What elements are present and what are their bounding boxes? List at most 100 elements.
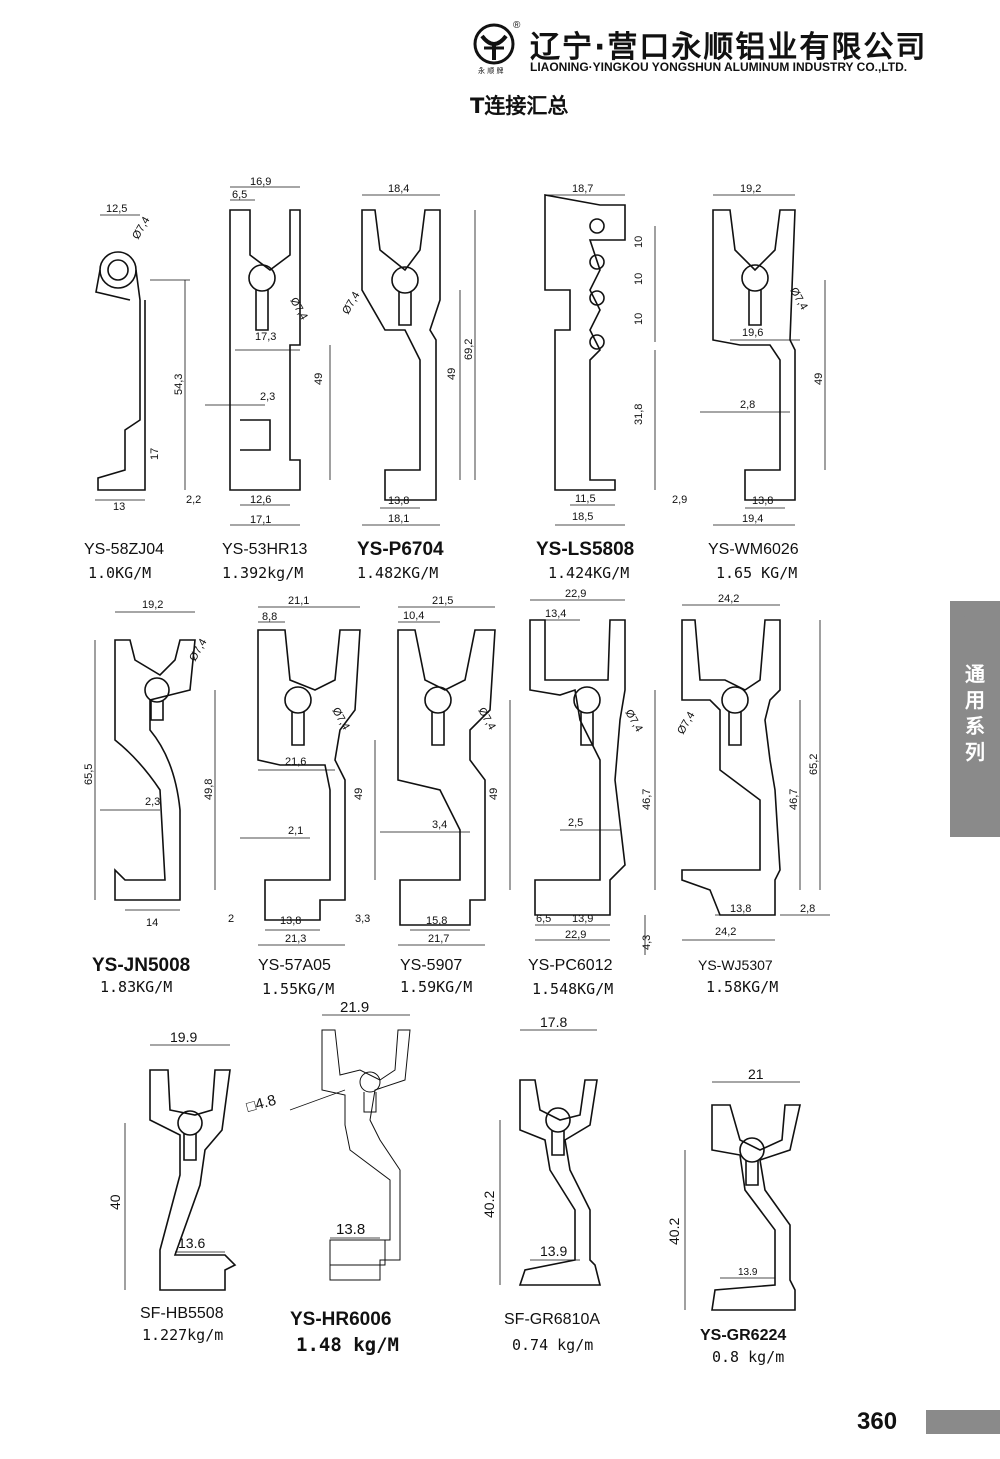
dimension-label: 13,8 [752,495,773,507]
profile-drawing-1 [95,251,146,491]
profile-weight: 1.59KG/M [400,978,473,996]
dimension-label: 15,8 [426,915,447,927]
profile-code: SF-HB5508 [140,1305,224,1322]
dimension-label: 18,1 [388,513,409,525]
dimension-label: Ø7,4 [622,708,644,735]
dimension-label: 65,2 [808,754,820,775]
profile-drawing-10 [681,619,781,916]
dimension-label: 11,5 [575,493,596,505]
company-name-en: LIAONING·YINGKOU YONGSHUN ALUMINUM INDUS… [530,60,908,74]
section-side-tab: 通 用 系 列 [950,601,1000,837]
dimension-label: 14 [146,917,158,929]
dimension-label: 13,8 [730,903,751,915]
dimension-label: 6,5 [232,189,247,201]
dimension-label: Ø7,4 [340,290,362,317]
dimension-label: 4,3 [641,935,653,950]
dimension-label: 13,8 [280,915,301,927]
dimension-label: 22,9 [565,929,586,941]
profile-code: YS-WJ5307 [698,957,773,973]
dimension-label: 21,3 [285,933,306,945]
dimension-label: 18,4 [388,183,409,195]
profile-weight: 1.48 kg/M [296,1334,399,1356]
dimension-label: 21,6 [285,756,306,768]
profile-weight: 1.392kg/M [222,564,304,582]
dimension-label: 21,1 [288,595,309,607]
profile-weight: 0.74 kg/m [512,1336,594,1354]
dimension-label: 10 [633,313,645,325]
dimension-label: 13,9 [572,913,593,925]
dimension-label: 19,2 [142,599,163,611]
profile-drawing-9 [529,619,626,916]
profile-drawing-8 [397,629,496,926]
dimension-label: 13.6 [178,1235,205,1251]
company-logo [470,22,518,70]
profile-code: YS-P6704 [357,539,444,560]
dimension-label: 13.8 [336,1221,365,1238]
page-title: T连接汇总 [470,94,569,118]
dimension-label: 21.9 [340,999,369,1016]
dimension-label: 65,5 [83,764,95,785]
dimension-label: 17 [149,448,161,460]
dimension-label: 49 [313,373,325,385]
dimension-label: 40.2 [666,1218,682,1245]
dimension-label: 16,9 [250,176,271,188]
dimension-label: 17,3 [255,331,276,343]
dimension-label: 2,9 [672,494,687,506]
profile-drawing-13 [518,1079,602,1286]
profile-drawing-5 [712,209,796,501]
side-tab-char: 用 [965,688,985,712]
profile-code: YS-5907 [400,957,463,974]
dimension-label: 40 [107,1194,123,1210]
dimension-label: Ø7,4 [329,706,351,733]
page-number-bar [926,1410,1000,1434]
dimension-label: 2,1 [288,825,303,837]
profile-code: YS-57A05 [258,957,331,974]
profile-code: YS-PC6012 [528,957,613,974]
dimension-label: 46,7 [641,789,653,810]
profile-code: YS-53HR13 [222,541,308,558]
dimension-label: 17.8 [540,1014,567,1030]
profile-code: YS-GR6224 [700,1327,787,1344]
dimension-label: 18,7 [572,183,593,195]
dimension-label: 2 [228,913,234,925]
dimension-label: 3,3 [355,913,370,925]
dimension-label: 19,2 [740,183,761,195]
profile-weight: 1.424KG/M [548,564,630,582]
profile-drawing-3 [361,209,441,501]
dimension-label: 17,1 [250,514,271,526]
profile-code: YS-58ZJ04 [84,541,165,558]
dimension-label: □4.8 [245,1092,278,1116]
dimension-label: 13,8 [388,495,409,507]
profile-drawing-4 [544,194,626,491]
dimension-label: 2,8 [740,399,755,411]
dimension-label: 24,2 [715,926,736,938]
dimension-label: 12,5 [106,203,127,215]
side-tab-char: 列 [965,740,985,764]
dimension-label: 19,4 [742,513,763,525]
profile-drawing-14 [711,1104,801,1311]
profile-weight: 1.482KG/M [357,564,439,582]
dimension-label: 2,5 [568,817,583,829]
profile-code: YS-HR6006 [290,1309,392,1330]
profile-code: YS-JN5008 [92,955,191,976]
profile-weight: 1.65 KG/M [716,564,798,582]
dimension-label: 2,3 [145,796,160,808]
profile-drawing-2 [229,209,301,491]
dimension-label: 21 [748,1066,764,1082]
dimension-label: 2,3 [260,391,275,403]
dimension-label: 13.9 [540,1243,567,1259]
dimension-label: 6,5 [536,913,551,925]
dimension-label: 21,5 [432,595,453,607]
profile-weight: 1.548KG/M [532,980,614,998]
dimension-label: 69,2 [463,339,475,360]
dimension-label: 40.2 [481,1191,497,1218]
dimension-label: 49 [813,373,825,385]
profile-weight: 1.227kg/m [142,1326,224,1344]
dimension-label: 22,9 [565,588,586,600]
profile-code: YS-WM6026 [708,541,799,558]
dimension-label: 3,4 [432,819,447,831]
dimension-label: 2,2 [186,494,201,506]
dimension-label: Ø7,4 [475,706,497,733]
dimension-label: Ø7,4 [675,710,697,737]
dimension-label: 49 [353,788,365,800]
